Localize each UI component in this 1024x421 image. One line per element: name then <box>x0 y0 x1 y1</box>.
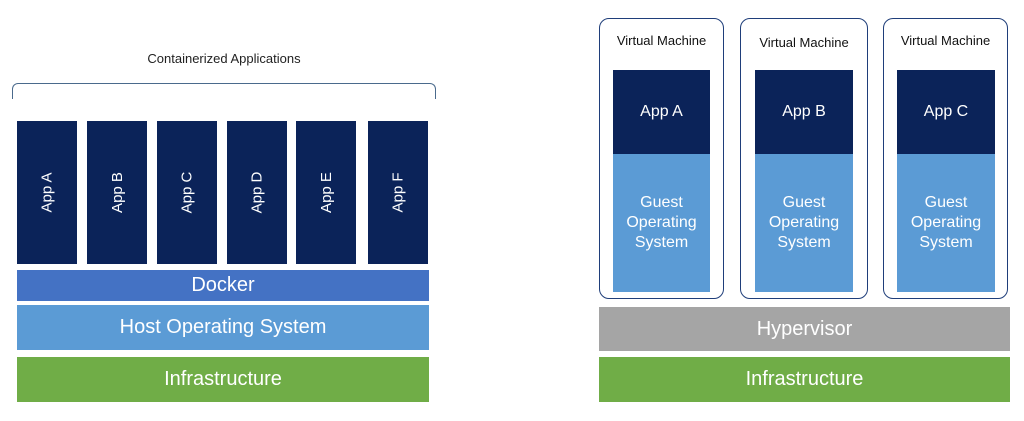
container-app-b: App B <box>87 121 147 264</box>
vm-3-title: Virtual Machine <box>900 32 991 48</box>
containerized-applications-caption: Containerized Applications <box>147 50 301 66</box>
left-infrastructure-layer: Infrastructure <box>17 357 429 402</box>
container-app-f: App F <box>368 121 428 264</box>
vm-3-guest-os: Guest Operating System <box>897 154 995 292</box>
container-app-a: App A <box>17 121 77 264</box>
vm-1-guest-os: Guest Operating System <box>613 154 710 292</box>
docker-layer: Docker <box>17 270 429 301</box>
vm-2-app: App B <box>755 70 853 154</box>
container-app-d: App D <box>227 121 287 264</box>
host-os-layer: Host Operating System <box>17 305 429 350</box>
containerized-applications-brace <box>12 83 436 99</box>
vm-1-title: Virtual Machine <box>616 32 707 48</box>
hypervisor-layer: Hypervisor <box>599 307 1010 351</box>
vm-2-title: Virtual Machine <box>759 34 849 50</box>
right-infrastructure-layer: Infrastructure <box>599 357 1010 402</box>
vm-1-app: App A <box>613 70 710 154</box>
vm-3-app: App C <box>897 70 995 154</box>
container-app-c: App C <box>157 121 217 264</box>
container-app-e: App E <box>296 121 356 264</box>
vm-2-guest-os: Guest Operating System <box>755 154 853 292</box>
